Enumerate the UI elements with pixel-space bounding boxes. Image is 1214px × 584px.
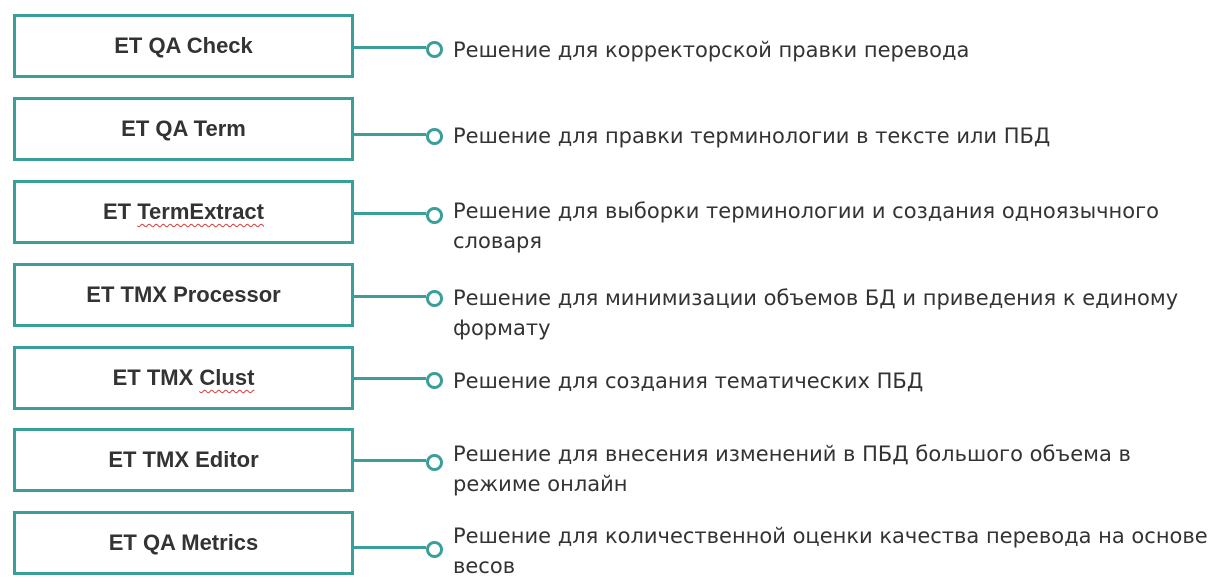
product-name: ET TMX Editor: [108, 447, 259, 472]
product-description: Решение для выборки терминологии и созда…: [453, 199, 1160, 253]
connector-line: [354, 46, 426, 49]
product-name: ET QA Term: [121, 116, 246, 141]
connector-dot: [426, 207, 443, 224]
product-description: Решение для создания тематических ПБД: [453, 369, 924, 393]
product-box-qa-check: ET QA Check: [13, 14, 354, 78]
product-description: Решение для минимизации объемов БД и при…: [453, 286, 1179, 340]
product-name: ET QA Check: [114, 33, 253, 58]
product-description: Решение для внесения изменений в ПБД бол…: [453, 442, 1131, 496]
connector-line: [354, 212, 426, 215]
product-box-tmx-processor: ET TMX Processor: [13, 263, 354, 327]
connector-line: [354, 459, 426, 462]
product-description: Решение для количественной оценки качест…: [453, 524, 1208, 578]
product-name: ET TermExtract: [103, 199, 264, 224]
connector-dot: [426, 454, 443, 471]
connector-dot: [426, 41, 443, 58]
product-box-tmx-clust: ET TMX Clust: [13, 346, 354, 410]
connector-dot: [426, 128, 443, 145]
connector-line: [354, 377, 426, 380]
product-box-tmx-editor: ET TMX Editor: [13, 428, 354, 492]
connector-line: [354, 133, 426, 136]
product-box-termextract: ET TermExtract: [13, 180, 354, 244]
product-name: ET TMX Clust: [112, 365, 255, 390]
connector-dot: [426, 290, 443, 307]
product-box-qa-metrics: ET QA Metrics: [13, 511, 354, 575]
product-box-qa-term: ET QA Term: [13, 97, 354, 161]
connector-line: [354, 295, 426, 298]
connector-dot: [426, 372, 443, 389]
product-description: Решение для правки терминологии в тексте…: [453, 124, 1051, 148]
connector-dot: [426, 541, 443, 558]
product-description: Решение для корректорской правки перевод…: [453, 38, 970, 62]
product-name: ET TMX Processor: [86, 282, 281, 307]
product-name: ET QA Metrics: [108, 530, 259, 555]
connector-line: [354, 546, 426, 549]
